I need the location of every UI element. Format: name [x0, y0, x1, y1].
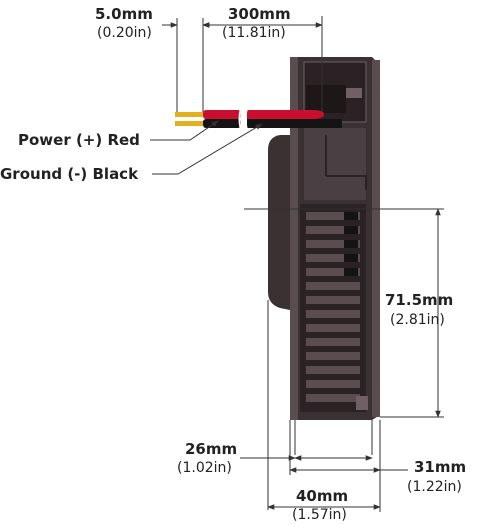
power-leader — [150, 120, 219, 141]
grille-key — [344, 254, 358, 262]
grille-slot — [306, 282, 360, 290]
lead-wires — [175, 107, 342, 131]
depth-b-in: (1.22in) — [407, 479, 462, 495]
wire-slot — [306, 85, 346, 113]
depth-b-mm: 31mm — [414, 458, 466, 476]
pin-length-mm: 5.0mm — [95, 5, 153, 23]
bottom-notch — [356, 396, 368, 410]
rear-cover — [268, 135, 290, 310]
wire-length-in: (11.81in) — [222, 25, 286, 41]
grille-slot — [306, 240, 360, 248]
depth-c-in: (1.57in) — [292, 507, 347, 523]
power-label: Power (+) Red — [18, 131, 140, 149]
grille-slot — [306, 338, 360, 346]
depth-a-in: (1.02in) — [177, 460, 232, 476]
mid-panel — [304, 128, 366, 200]
grille-slot — [306, 310, 360, 318]
wire-labels: Power (+) Red Ground (-) Black — [0, 131, 140, 183]
wire-length-mm: 300mm — [228, 5, 291, 23]
grille-slot — [306, 324, 360, 332]
grille-key — [344, 226, 358, 234]
grille-slot — [306, 380, 360, 388]
black-wire-stub — [203, 119, 241, 128]
red-wire-stub — [203, 110, 241, 119]
dimension-lines — [150, 16, 444, 512]
break-mark — [238, 107, 248, 131]
height-in: (2.81in) — [390, 312, 445, 328]
grille-slot — [306, 296, 360, 304]
black-wire — [247, 119, 342, 128]
height-mm: 71.5mm — [385, 291, 453, 309]
red-pin — [175, 112, 203, 117]
ground-leader — [152, 123, 263, 175]
black-pin — [175, 121, 203, 126]
grille-slot — [306, 394, 360, 402]
front-face — [372, 60, 380, 417]
upper-tab — [346, 88, 362, 98]
grille-slot — [306, 226, 360, 234]
grille-slot — [306, 212, 360, 220]
ground-label: Ground (-) Black — [0, 165, 139, 183]
grille-key — [344, 212, 358, 220]
grille-slot — [306, 352, 360, 360]
motor-housing — [268, 57, 380, 420]
grille-key — [344, 268, 358, 276]
panel-seam-2 — [326, 175, 367, 190]
grille-slots — [306, 212, 360, 402]
grille-slot — [306, 268, 360, 276]
grille-slot — [306, 366, 360, 374]
grille-key — [344, 240, 358, 248]
red-wire — [247, 110, 324, 119]
housing-rim — [290, 57, 298, 420]
grille-slot — [306, 254, 360, 262]
depth-a-mm: 26mm — [185, 440, 237, 458]
grille-frame — [300, 204, 366, 412]
dimension-labels: 5.0mm (0.20in) 300mm (11.81in) 71.5mm (2… — [95, 5, 466, 523]
depth-c-mm: 40mm — [296, 487, 348, 505]
pin-length-in: (0.20in) — [97, 25, 152, 41]
